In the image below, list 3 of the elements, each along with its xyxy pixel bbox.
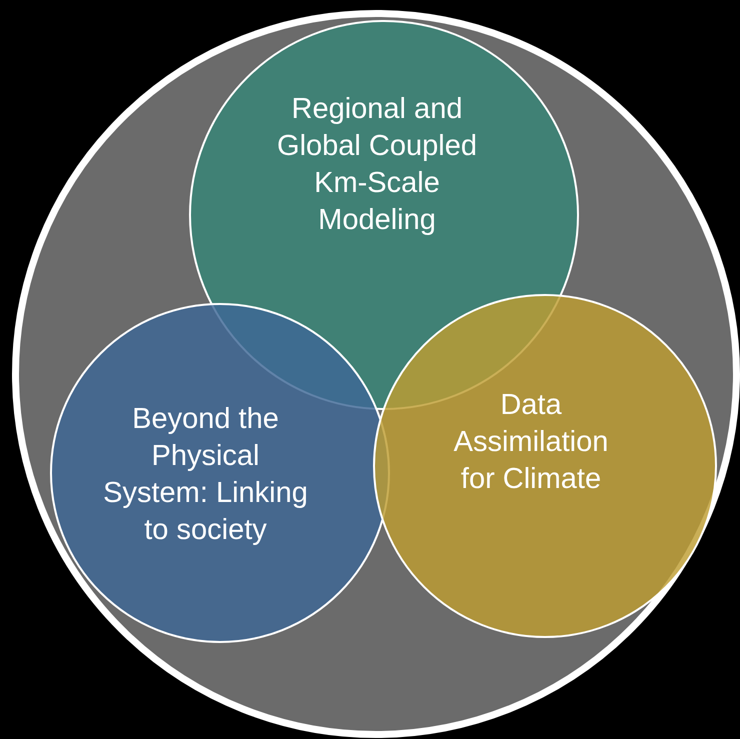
circle-label: Regional and Global Coupled Km-Scale Modeling: [276, 92, 478, 238]
circle-label: Beyond the Physical System: Linking to society: [102, 402, 309, 548]
circle-label: Data Assimilation for Climate: [452, 388, 610, 497]
